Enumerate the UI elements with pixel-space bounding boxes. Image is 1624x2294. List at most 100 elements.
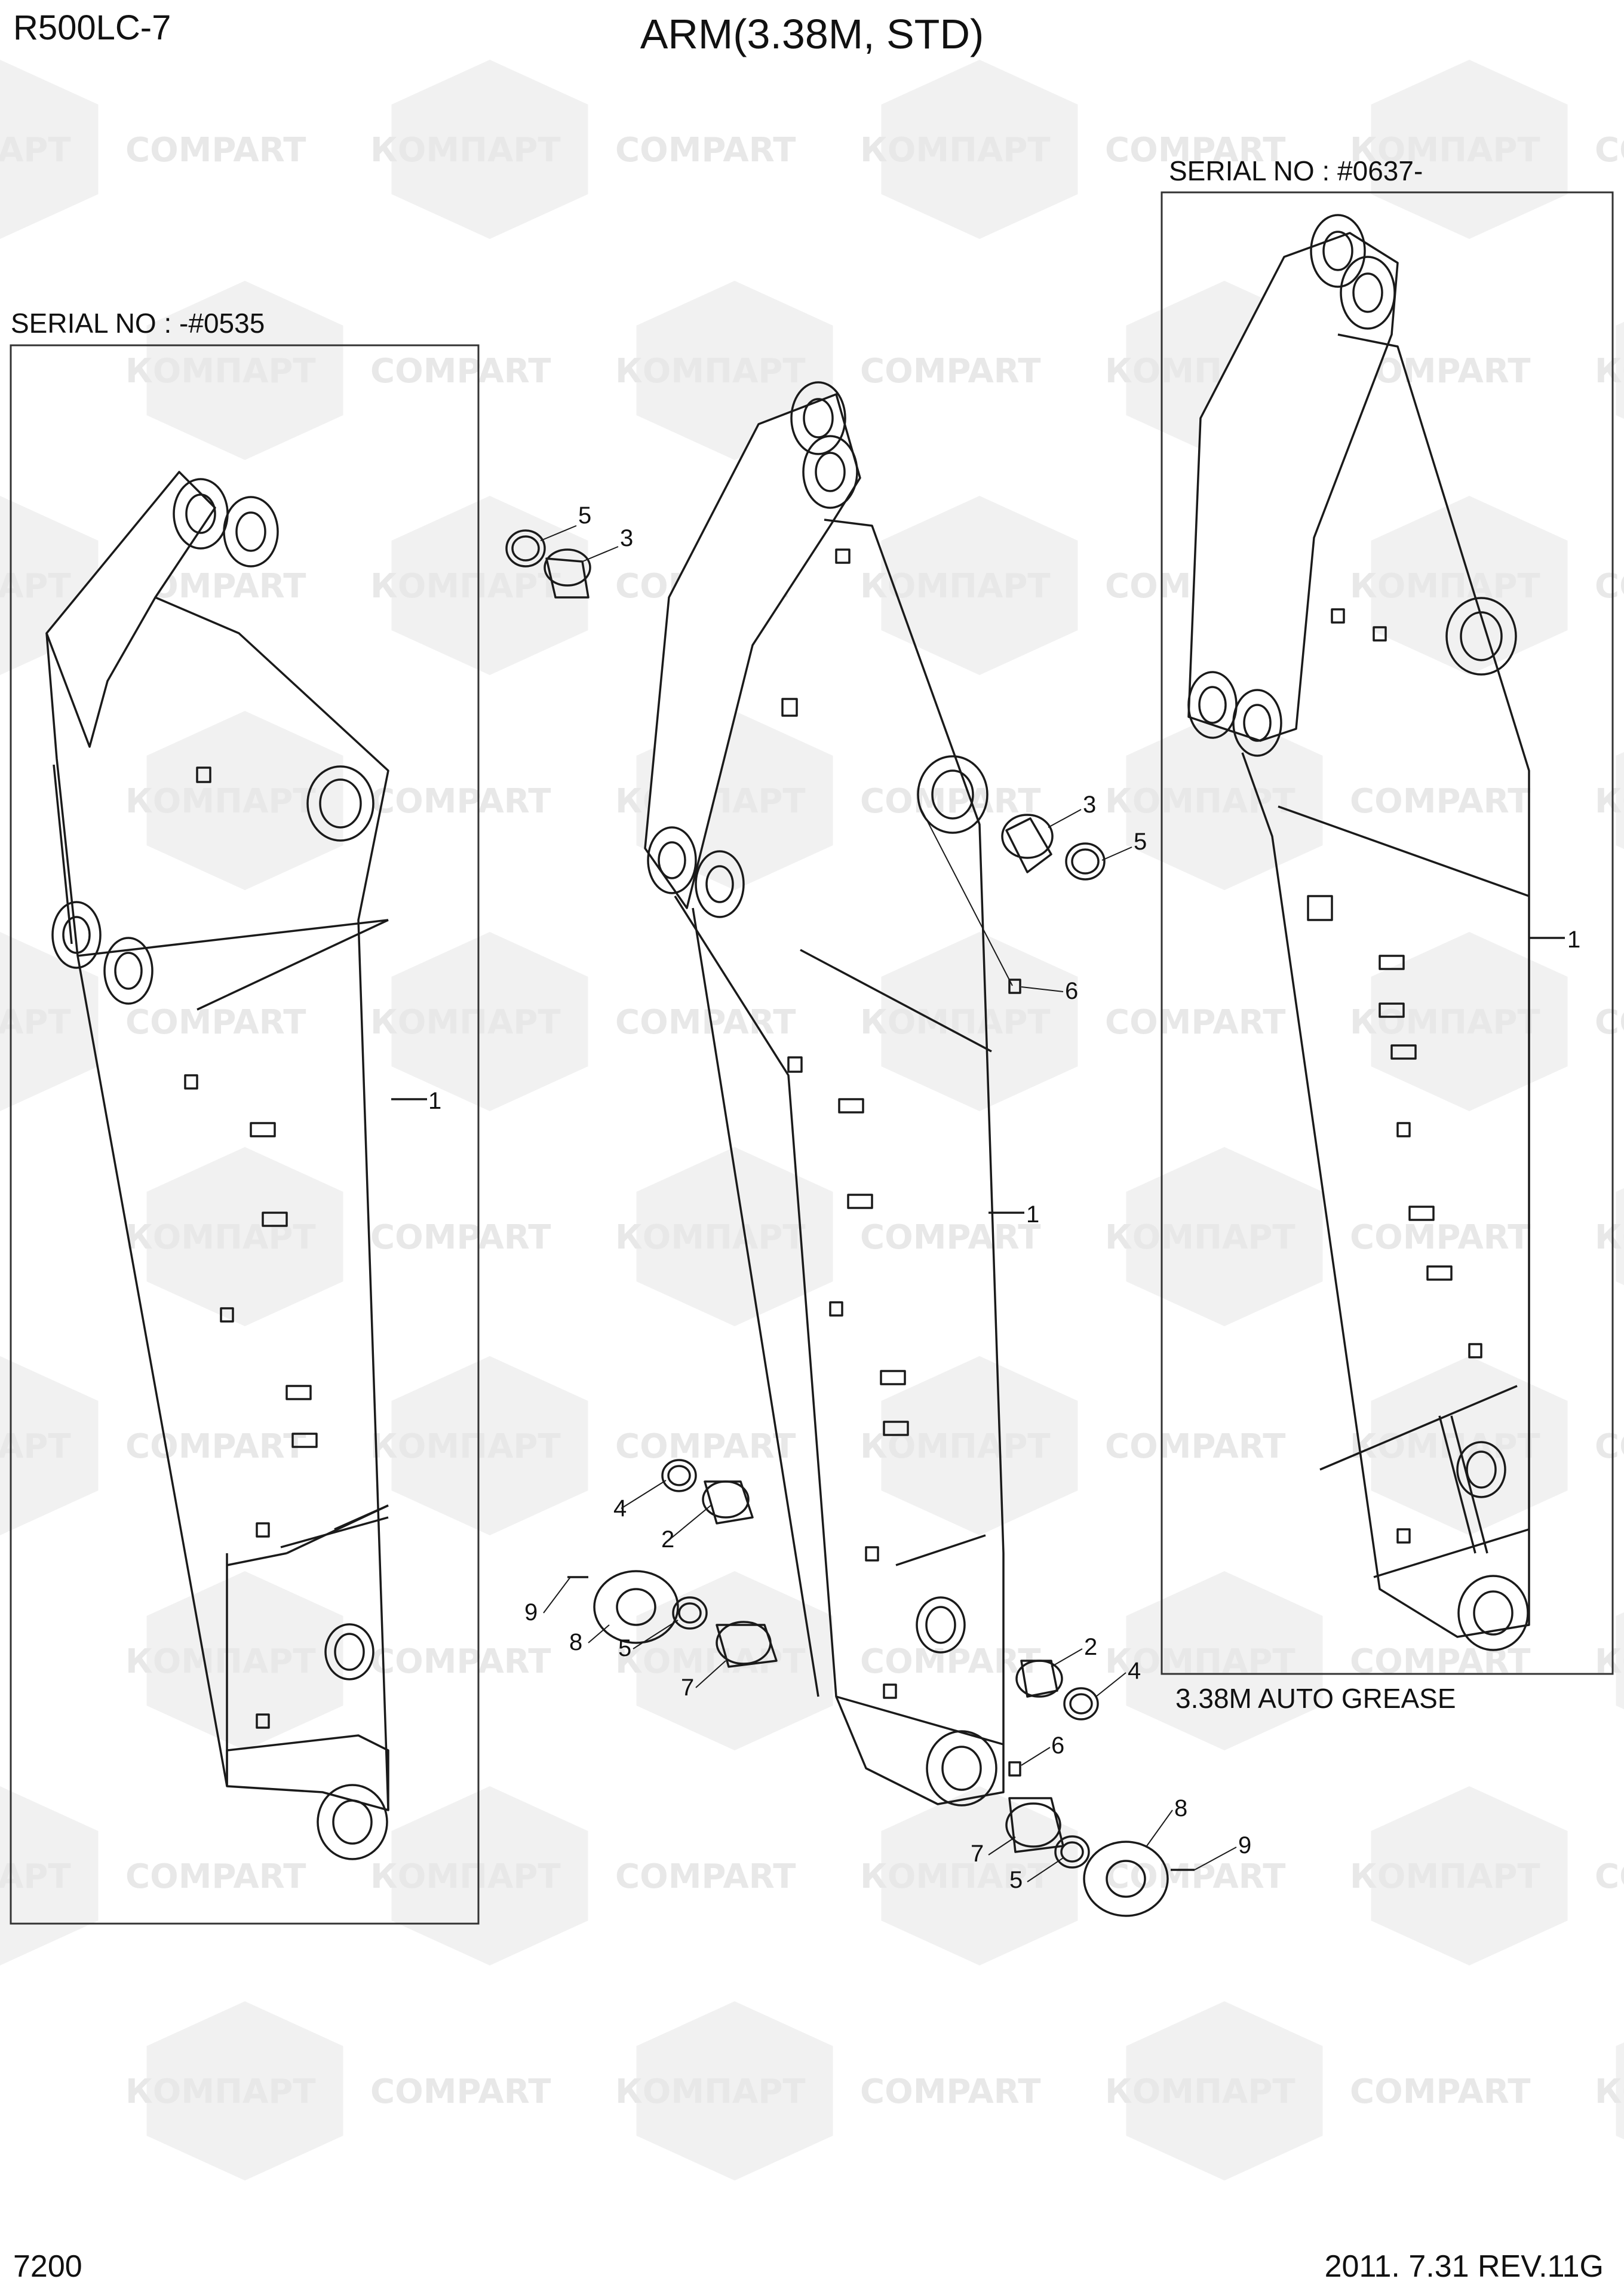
svg-text:КОМПАРТ: КОМПАРТ <box>860 131 1051 170</box>
svg-text:COMPART: COMPART <box>1350 782 1530 821</box>
svg-text:COMPART: COMPART <box>125 1427 306 1466</box>
callout-center-7b: 7 <box>971 1841 984 1867</box>
svg-text:КОМПАРТ: КОМПАРТ <box>1350 567 1540 606</box>
svg-text:КОМПАРТ: КОМПАРТ <box>1105 1218 1295 1257</box>
watermark-tile: КОМПАРТ COMPART <box>1105 711 1530 890</box>
svg-text:КОМПАРТ: КОМПАРТ <box>1350 1003 1540 1042</box>
auto-grease-caption: 3.38M AUTO GREASE <box>1175 1683 1456 1714</box>
page-title: ARM(3.38M, STD) <box>640 11 984 57</box>
callout-center-2b: 2 <box>1084 1634 1097 1660</box>
svg-text:COMPART: COMPART <box>1595 1003 1624 1042</box>
watermark-tile: КОМПАРТ COMPART <box>615 1147 1040 1326</box>
svg-text:COMPART: COMPART <box>860 352 1040 391</box>
watermark-tile: КОМПАРТ COMPART <box>1350 932 1624 1111</box>
svg-text:КОМПАРТ: КОМПАРТ <box>860 1003 1051 1042</box>
svg-text:COMPART: COMPART <box>1595 1857 1624 1896</box>
callout-center-8a: 8 <box>569 1629 582 1655</box>
svg-text:КОМПАРТ: КОМПАРТ <box>860 1427 1051 1466</box>
svg-text:COMPART: COMPART <box>370 352 551 391</box>
serial-range-right: SERIAL NO : #0637- <box>1169 155 1423 186</box>
svg-text:COMPART: COMPART <box>860 1218 1040 1257</box>
callout-center-8b: 8 <box>1174 1795 1187 1821</box>
svg-text:COMPART: COMPART <box>1105 131 1285 170</box>
page-number: 7200 <box>13 2249 82 2284</box>
callout-left-1: 1 <box>428 1088 441 1114</box>
right-serial-frame <box>1161 191 1614 1675</box>
svg-text:КОМПАРТ: КОМПАРТ <box>0 131 71 170</box>
callout-center-5b: 5 <box>1134 829 1147 855</box>
svg-text:COMPART: COMPART <box>615 1857 796 1896</box>
svg-text:COMPART: COMPART <box>1105 1427 1285 1466</box>
svg-text:COMPART: COMPART <box>1595 131 1624 170</box>
svg-text:КОМПАРТ: КОМПАРТ <box>0 1857 71 1896</box>
watermark-tile: КОМПАРТ COMPART <box>860 1356 1285 1535</box>
svg-text:COMPART: COMPART <box>1595 1427 1624 1466</box>
right-arm-drawing <box>1187 214 1565 1651</box>
svg-text:COMPART: COMPART <box>1350 1218 1530 1257</box>
callout-center-3b: 3 <box>1083 792 1096 818</box>
watermark-tile: КОМПАРТ COMPART <box>0 1786 306 1965</box>
revision-date: 2011. 7.31 REV.11G <box>1324 2249 1604 2284</box>
svg-text:КОМПАРТ: КОМПАРТ <box>615 352 806 391</box>
watermark-tile: КОМПАРТ COMPART <box>1105 1147 1530 1326</box>
svg-text:COMPART: COMPART <box>370 1642 551 1681</box>
svg-text:COMPART: COMPART <box>615 1003 796 1042</box>
watermark-tile: КОМПАРТ COMPART <box>1105 2001 1530 2180</box>
svg-text:КОМПАРТ: КОМПАРТ <box>615 2072 806 2111</box>
svg-text:КОМПАРТ: КОМПАРТ <box>615 1218 806 1257</box>
callout-center-7a: 7 <box>681 1675 694 1701</box>
callout-center-5d: 5 <box>1009 1867 1023 1893</box>
left-serial-frame <box>10 344 480 1925</box>
svg-text:КОМПАРТ: КОМПАРТ <box>1595 782 1624 821</box>
callout-center-6a: 6 <box>1065 978 1078 1004</box>
callout-center-2a: 2 <box>661 1526 674 1553</box>
svg-text:КОМПАРТ: КОМПАРТ <box>125 352 316 391</box>
svg-text:КОМПАРТ: КОМПАРТ <box>1105 2072 1295 2111</box>
svg-text:COMPART: COMPART <box>1595 567 1624 606</box>
callout-center-6b: 6 <box>1051 1732 1064 1759</box>
svg-text:COMPART: COMPART <box>860 2072 1040 2111</box>
part-callouts: 1 5 3 3 5 6 1 4 2 9 8 5 7 2 4 6 8 9 7 5 … <box>428 502 1580 1893</box>
svg-text:КОМПАРТ: КОМПАРТ <box>0 1003 71 1042</box>
left-arm-drawing <box>45 471 427 1860</box>
svg-text:COMPART: COMPART <box>125 1857 306 1896</box>
callout-center-5a: 5 <box>578 502 591 529</box>
model-name: R500LC-7 <box>13 8 171 47</box>
svg-text:КОМПАРТ: КОМПАРТ <box>1105 782 1295 821</box>
svg-text:COMPART: COMPART <box>370 782 551 821</box>
callout-center-5c: 5 <box>618 1635 631 1661</box>
svg-text:КОМПАРТ: КОМПАРТ <box>125 782 316 821</box>
svg-text:COMPART: COMPART <box>370 2072 551 2111</box>
compart-watermark: КОМПАРТ COMPART КОМПАРТ COMPART КОМПАРТ COMPA… <box>0 60 1624 2180</box>
watermark-tile: КОМПАРТ COMPART <box>125 711 551 890</box>
svg-text:COMPART: COMPART <box>1350 2072 1530 2111</box>
watermark-tile: КОМПАРТ COMPART <box>0 1356 306 1535</box>
callout-center-3a: 3 <box>620 525 633 551</box>
watermark-tile: КОМПАРТ COMPART <box>615 2001 1040 2180</box>
svg-text:КОМПАРТ: КОМПАРТ <box>1595 352 1624 391</box>
svg-text:КОМПАРТ: КОМПАРТ <box>370 567 561 606</box>
callout-center-9b: 9 <box>1238 1832 1251 1858</box>
svg-text:КОМПАРТ: КОМПАРТ <box>0 1427 71 1466</box>
svg-text:КОМПАРТ: КОМПАРТ <box>125 1218 316 1257</box>
svg-text:КОМПАРТ: КОМПАРТ <box>1350 131 1540 170</box>
svg-text:КОМПАРТ: КОМПАРТ <box>0 567 71 606</box>
watermark-tile: КОМПАРТ COMPART <box>125 281 551 460</box>
